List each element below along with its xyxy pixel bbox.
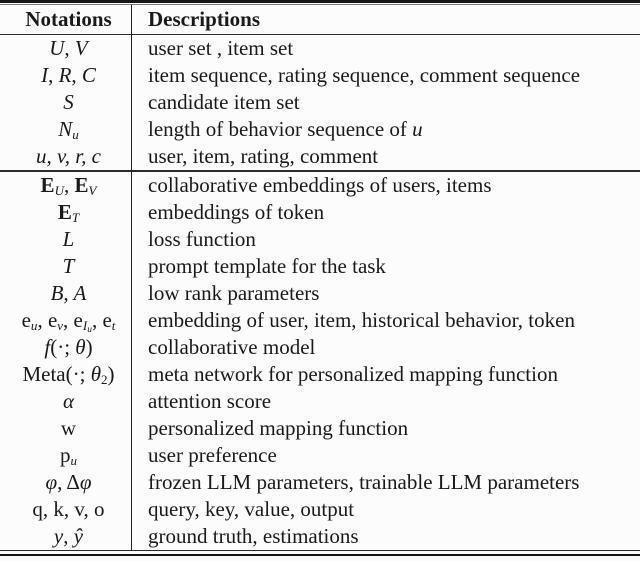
- notation-cell: ET: [57, 199, 80, 225]
- notation-cell: q, k, v, o: [32, 496, 105, 521]
- notation-cell: φ, Δφ: [45, 469, 92, 494]
- section-divider-rule: [0, 170, 640, 172]
- table-row: α attention score: [0, 388, 640, 415]
- table-row: q, k, v, o query, key, value, output: [0, 496, 640, 523]
- description-cell: ground truth, estimations: [148, 523, 359, 548]
- notation-cell: T: [62, 253, 75, 278]
- table-section-model-symbols: EU, EV collaborative embeddings of users,…: [0, 172, 640, 550]
- notation-cell: f(·; θ): [44, 334, 93, 359]
- description-cell: attention score: [148, 388, 272, 413]
- notation-cell: S: [63, 90, 74, 114]
- column-divider: [131, 4, 133, 551]
- table-row: ET embeddings of token: [0, 199, 640, 226]
- description-cell: low rank parameters: [148, 280, 320, 305]
- table-row: U, V user set , item set: [0, 35, 640, 62]
- table-row: φ, Δφ frozen LLM parameters, trainable LL…: [0, 469, 640, 496]
- notation-cell: I, R, C: [41, 63, 96, 87]
- notation-cell: Nu: [58, 117, 79, 143]
- description-cell: embeddings of token: [148, 199, 325, 224]
- notation-cell: w: [60, 415, 77, 440]
- notation-cell: u, v, r, c: [36, 144, 101, 168]
- table-row: Meta(·; θ2) meta network for personalized…: [0, 361, 640, 388]
- description-cell: user set , item set: [148, 36, 294, 60]
- table-row: I, R, C item sequence, rating sequence, c…: [0, 62, 640, 89]
- description-cell: meta network for personalized mapping fu…: [148, 361, 558, 386]
- notation-cell: EU, EV: [40, 172, 97, 198]
- description-cell: collaborative embeddings of users, items: [148, 172, 492, 197]
- table-row: y, ŷ ground truth, estimations: [0, 523, 640, 550]
- description-cell: loss function: [148, 226, 256, 251]
- notation-cell: U, V: [49, 36, 88, 60]
- table-row: f(·; θ) collaborative model: [0, 334, 640, 361]
- notation-cell: α: [62, 388, 75, 413]
- table-row: w personalized mapping function: [0, 415, 640, 442]
- description-cell: frozen LLM parameters, trainable LLM par…: [148, 469, 580, 494]
- description-cell: collaborative model: [148, 334, 316, 359]
- notation-cell: B, A: [50, 280, 87, 305]
- table-row: B, A low rank parameters: [0, 280, 640, 307]
- top-rule-thin: [0, 3, 640, 5]
- table-row: Nu length of behavior sequence of u: [0, 116, 640, 143]
- bottom-rule-thick: [0, 553, 640, 557]
- table-row: pu user preference: [0, 442, 640, 469]
- description-cell: personalized mapping function: [148, 415, 409, 440]
- description-cell: embedding of user, item, historical beha…: [148, 307, 575, 332]
- notation-cell: L: [62, 226, 75, 251]
- description-cell: length of behavior sequence of u: [148, 117, 423, 141]
- header-descriptions: Descriptions: [148, 6, 260, 31]
- description-cell: prompt template for the task: [148, 253, 386, 278]
- table-row: EU, EV collaborative embeddings of users,…: [0, 172, 640, 199]
- header-notations: Notations: [25, 6, 112, 31]
- table-row: eu, ev, eIu, et embedding of user, item, …: [0, 307, 640, 335]
- description-cell: user, item, rating, comment: [148, 144, 379, 168]
- notation-cell: eu, ev, eIu, et: [21, 307, 116, 335]
- table-section-data-symbols: U, V user set , item set I, R, C item seque…: [0, 35, 640, 170]
- notation-cell: y, ŷ: [53, 523, 84, 548]
- header-rule: [0, 33, 640, 35]
- top-rule-thick: [0, 0, 640, 3]
- notation-cell: Meta(·; θ2): [22, 361, 115, 387]
- table-header-row: Notations Descriptions: [0, 5, 640, 34]
- notation-cell: pu: [59, 442, 77, 468]
- description-cell: candidate item set: [148, 90, 300, 114]
- description-cell: item sequence, rating sequence, comment …: [148, 63, 581, 87]
- table-row: u, v, r, c user, item, rating, comment: [0, 143, 640, 170]
- bottom-rule-thin: [0, 549, 640, 551]
- description-cell: user preference: [148, 442, 277, 467]
- description-cell: query, key, value, output: [148, 496, 355, 521]
